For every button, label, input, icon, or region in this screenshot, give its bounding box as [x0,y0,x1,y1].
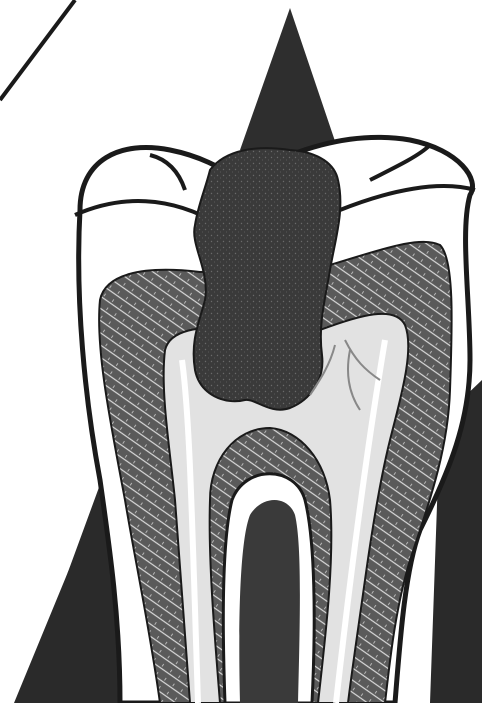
decay-cavity [194,148,341,410]
top-spike-wedge [240,8,338,150]
furcation-shadow [239,500,300,703]
corner-line [0,0,75,100]
